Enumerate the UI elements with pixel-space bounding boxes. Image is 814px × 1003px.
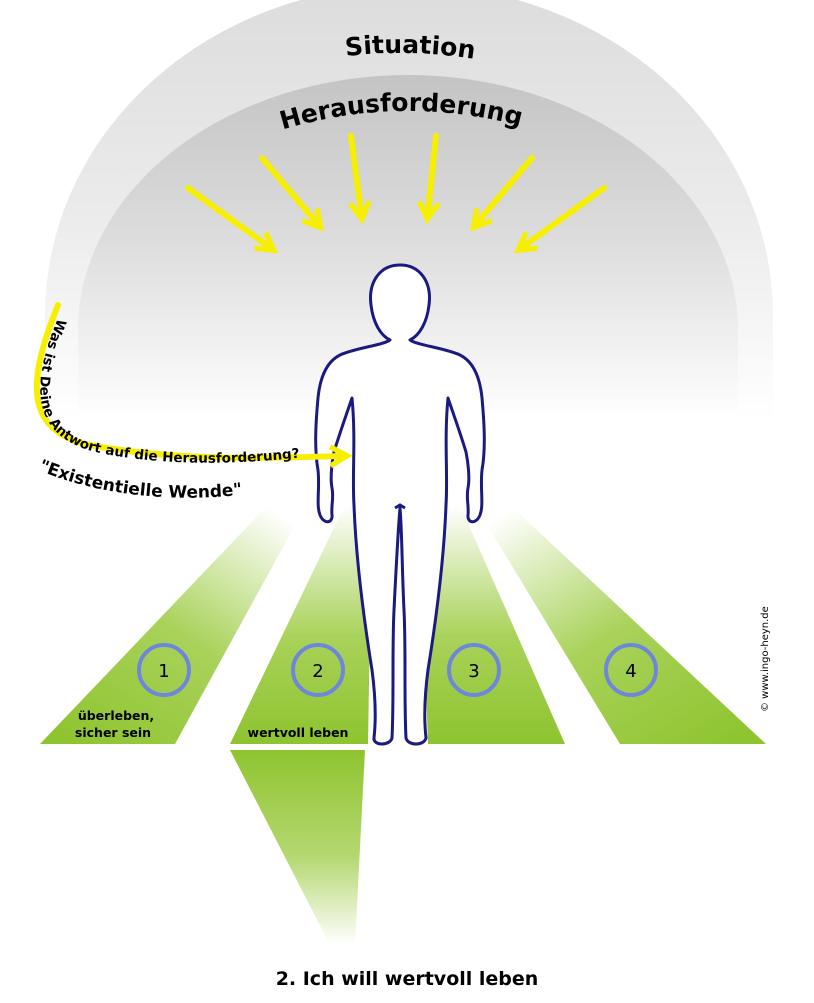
arrow-icon	[348, 133, 361, 212]
path-4-number: 4	[625, 661, 636, 682]
arrow-icon	[259, 155, 316, 222]
arrow-icon	[524, 185, 607, 246]
path-2-continuation	[230, 750, 365, 945]
diagram-caption: 2. Ich will wertvoll leben	[276, 968, 539, 990]
path-1-number: 1	[158, 661, 169, 682]
situation-label: Situation	[344, 30, 478, 65]
path-3-marker: 3	[447, 643, 501, 697]
challenge-arc	[78, 75, 738, 420]
figure-leg-gap	[394, 503, 406, 510]
path-beam-3	[420, 505, 565, 744]
path-1-label-line2: sicher sein	[75, 725, 151, 740]
path-2-label: wertvoll leben	[248, 725, 349, 740]
path-2-marker: 2	[291, 643, 345, 697]
arrow-icon	[185, 185, 268, 246]
existential-turn-arrow	[33, 302, 340, 458]
path-2-number: 2	[312, 661, 323, 682]
path-beam-1	[40, 505, 306, 744]
path-3-number: 3	[468, 661, 479, 682]
challenge-arrows	[185, 133, 607, 246]
path-1-marker: 1	[137, 643, 191, 697]
arrow-icon	[478, 155, 535, 222]
path-1-label-line1: überleben,	[78, 708, 154, 723]
path-4-marker: 4	[604, 643, 658, 697]
path-beam-4	[475, 505, 766, 744]
arrow-icon	[428, 133, 436, 212]
copyright-text: © www.ingo-heyn.de	[760, 606, 771, 712]
